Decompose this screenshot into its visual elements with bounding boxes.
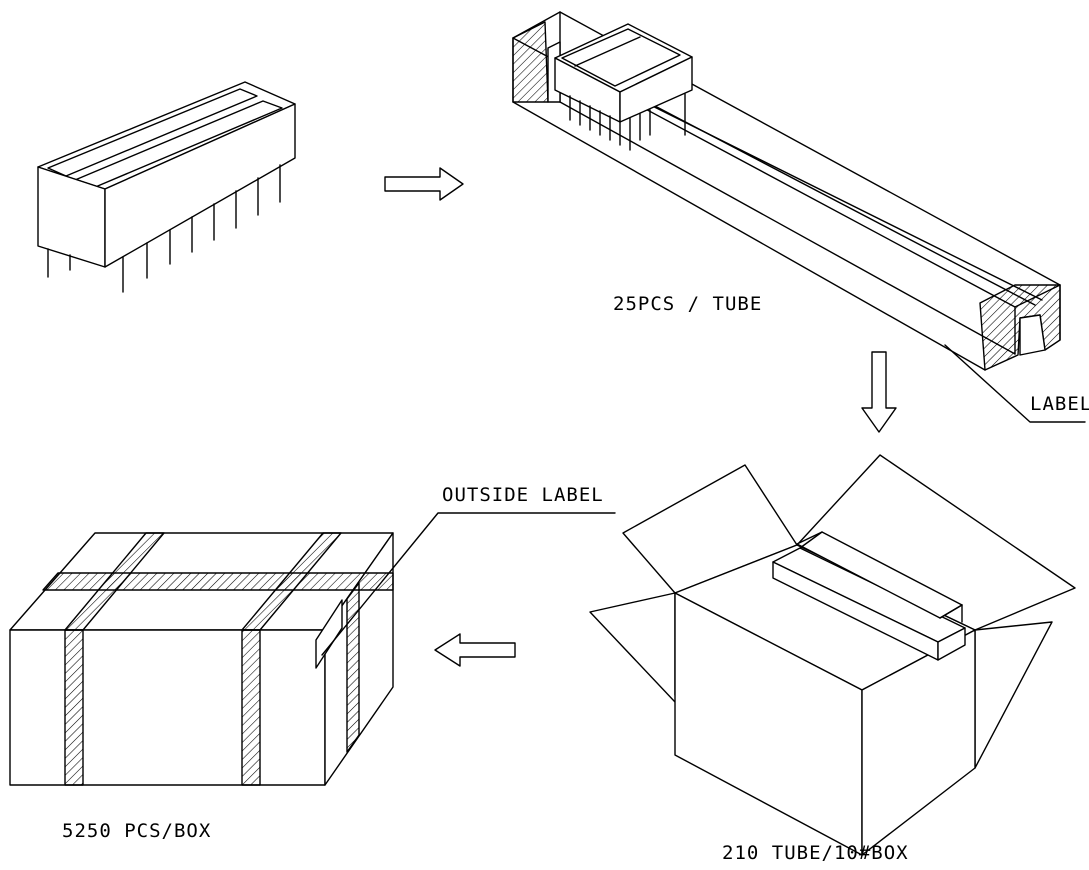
arrow-right-icon [384, 167, 464, 201]
carton-quantity-label: 210 TUBE/10#BOX [722, 842, 909, 864]
arrow-left-icon [434, 633, 516, 667]
packing-tube [512, 11, 1086, 423]
open-carton [589, 454, 1076, 856]
sealed-box [9, 512, 616, 786]
arrow-down-icon [861, 351, 897, 433]
led-bar-component [37, 81, 296, 293]
tube-label-callout: LABEL [1030, 393, 1089, 415]
box-quantity-label: 5250 PCS/BOX [62, 820, 211, 842]
tube-quantity-label: 25PCS / TUBE [613, 293, 762, 315]
outside-label-callout: OUTSIDE LABEL [442, 484, 604, 506]
